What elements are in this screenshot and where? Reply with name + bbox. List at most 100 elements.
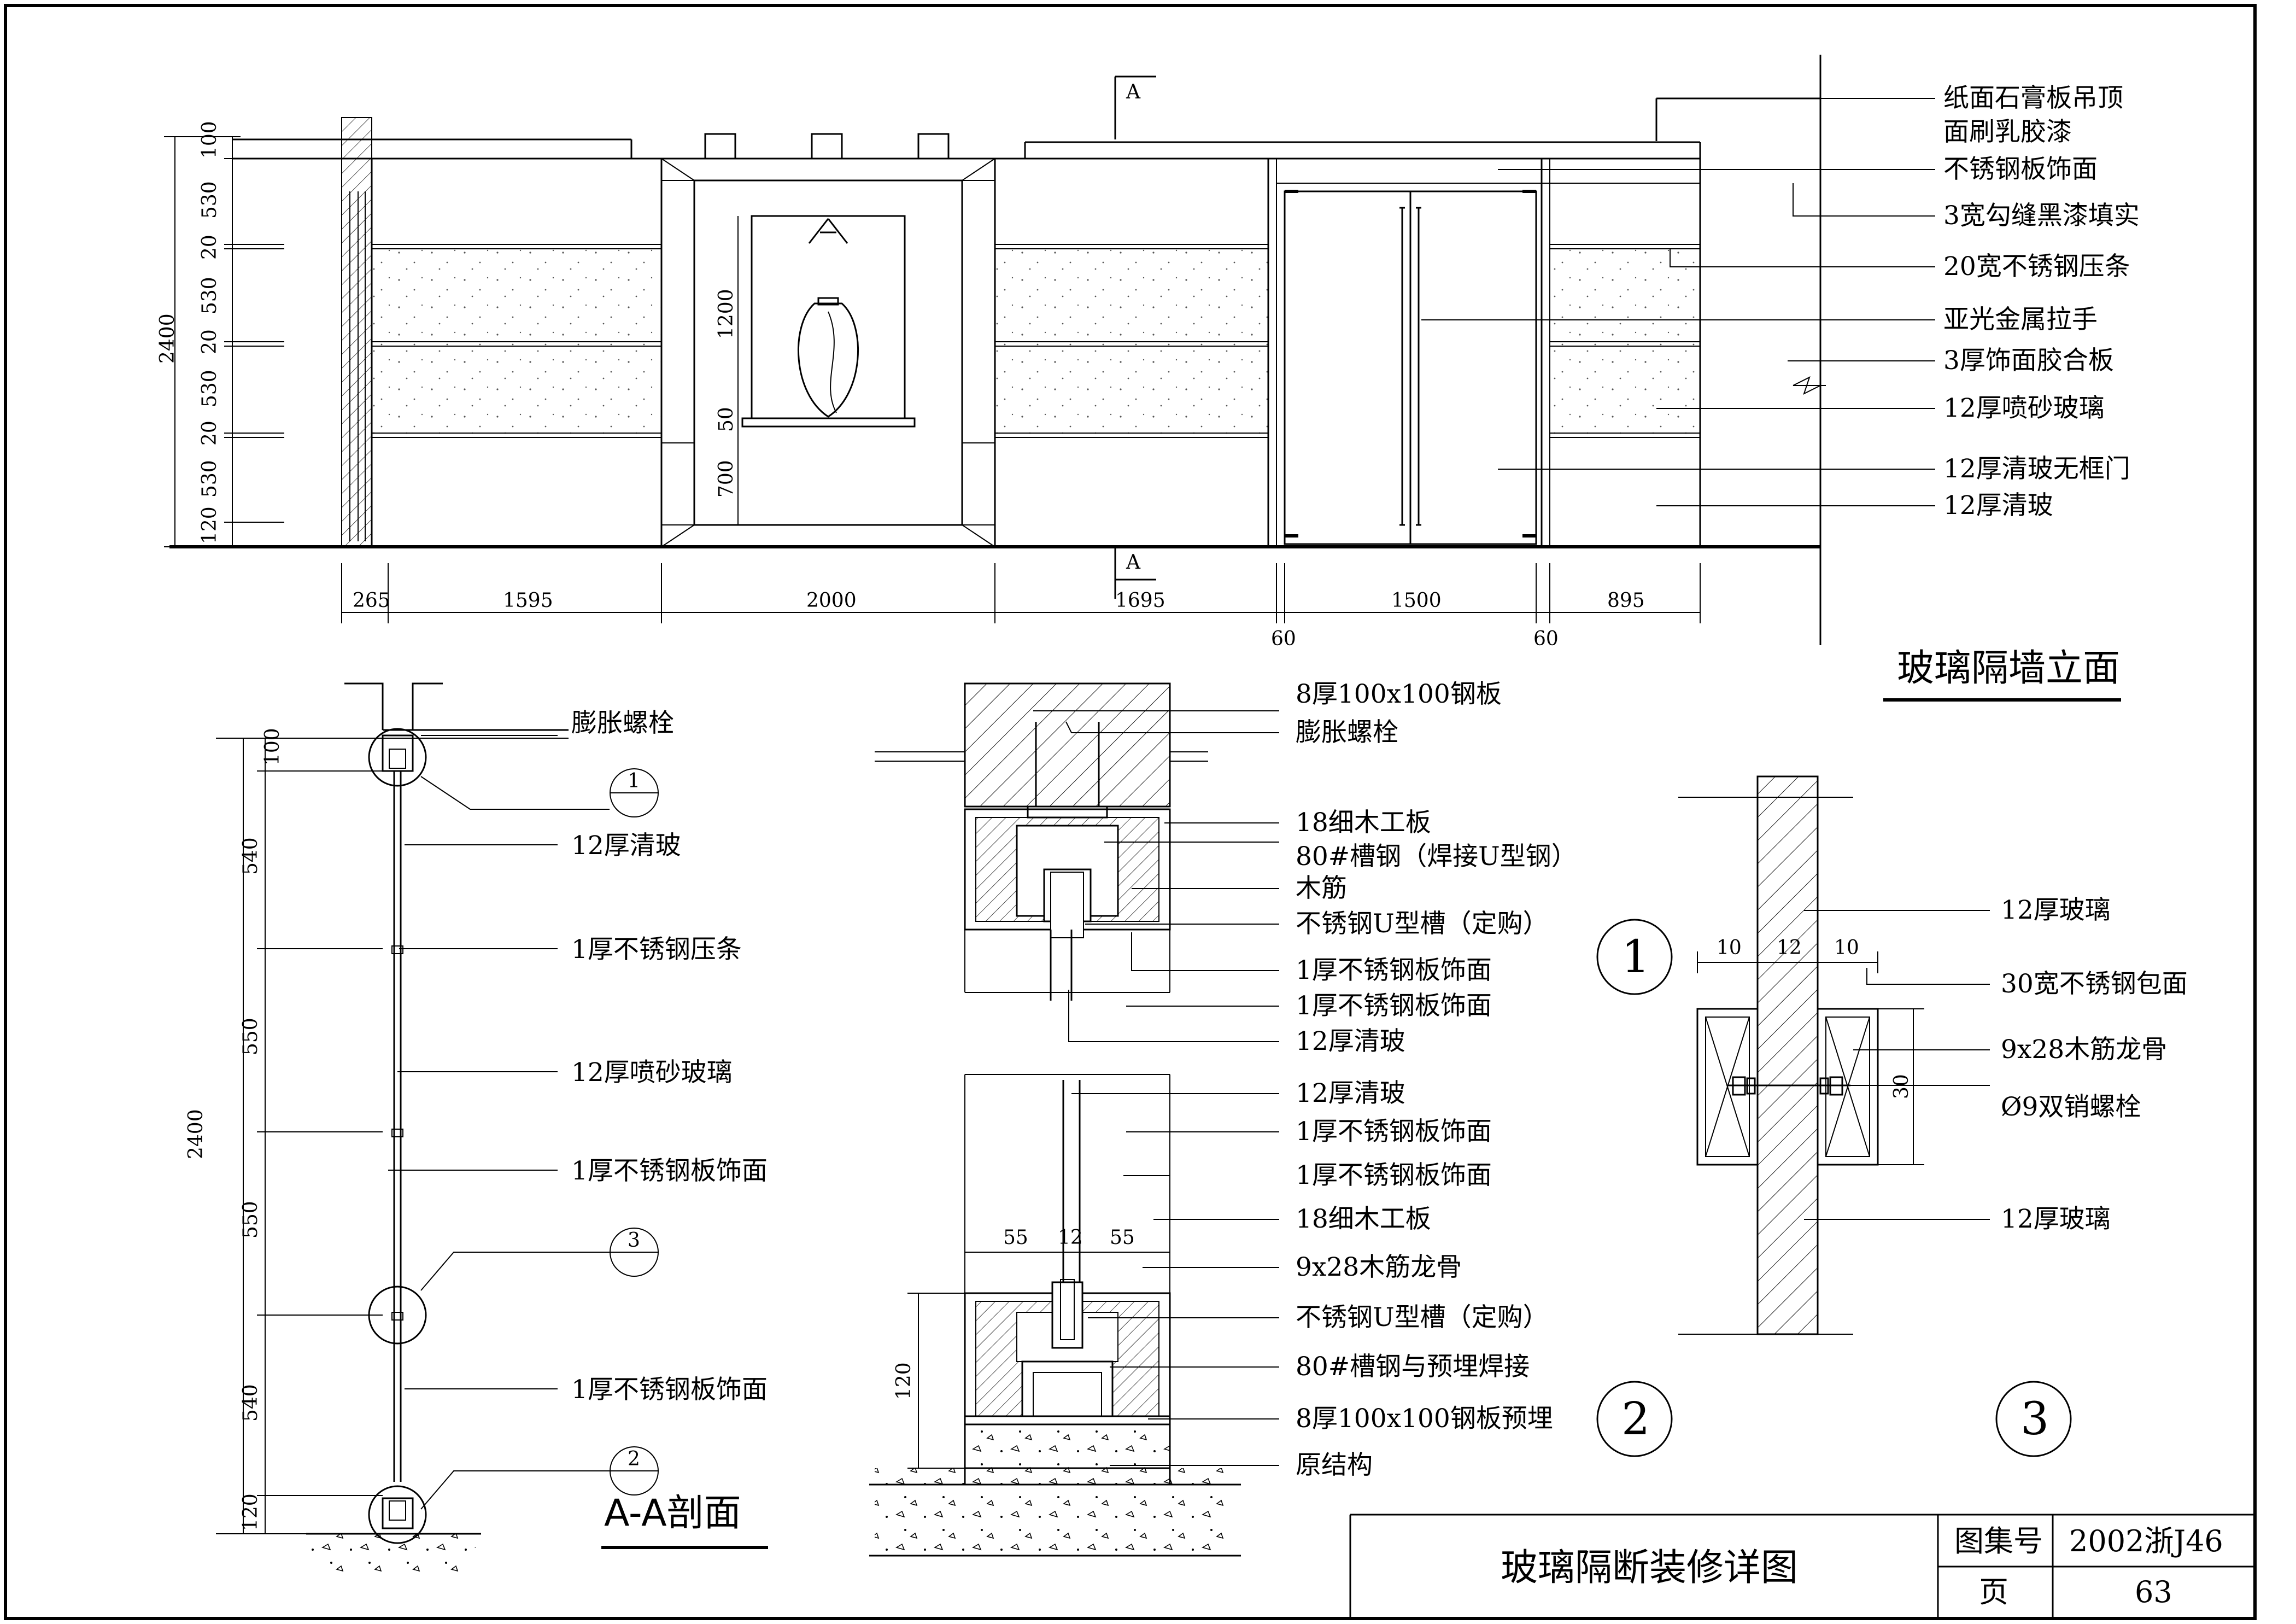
hdim-3: 1695 xyxy=(1115,589,1165,612)
d3-label-4: 12厚玻璃 xyxy=(2001,1204,2111,1234)
page-label: 页 xyxy=(1979,1575,2008,1609)
vdim-4: 20 xyxy=(198,329,221,354)
vdim-7: 530 xyxy=(198,460,221,498)
detail-1-top-junction: 8厚100x100钢板 膨胀螺栓 18细木工板 80#槽钢（焊接U型钢） 木筋 … xyxy=(875,679,1673,1056)
atlas-value: 2002浙J46 xyxy=(2069,1524,2223,1558)
elev-label-4: 20宽不锈钢压条 xyxy=(1943,252,2130,282)
drawing-title: 玻璃隔断装修详图 xyxy=(1501,1546,1798,1590)
aa-dim-5: 120 xyxy=(239,1493,262,1531)
aa-dim-2: 550 xyxy=(239,1018,262,1055)
aa-label-4: 1厚不锈钢板饰面 xyxy=(571,1156,768,1186)
d3-dim-1: 12 xyxy=(1777,937,1802,959)
hdim-small-0: 60 xyxy=(1271,628,1296,650)
elev-label-1: 面刷乳胶漆 xyxy=(1943,117,2072,147)
aa-dim-3: 550 xyxy=(239,1201,262,1239)
detail-2-number: 2 xyxy=(1621,1393,1650,1445)
detail-2-bottom-junction: 55 12 55 120 12厚清玻 1厚不锈钢板饰面 1厚不锈钢板饰面 18细… xyxy=(869,1074,1673,1557)
vdim-1: 530 xyxy=(198,181,221,219)
d2-label-6: 80#槽钢与预埋焊接 xyxy=(1296,1352,1530,1382)
niche-dim-2: 700 xyxy=(715,460,737,498)
hdim-4: 1500 xyxy=(1391,589,1442,612)
elev-label-6: 3厚饰面胶合板 xyxy=(1943,346,2114,376)
niche-dim-1: 50 xyxy=(715,407,737,432)
detail-3-number: 3 xyxy=(2020,1393,2049,1445)
d1-label-8: 12厚清玻 xyxy=(1296,1026,1405,1056)
d2-label-5: 不锈钢U型槽（定购） xyxy=(1296,1302,1549,1333)
detail-1-marker xyxy=(1596,919,1673,995)
vdim-8: 120 xyxy=(198,506,221,544)
d3-dim-0: 10 xyxy=(1717,937,1742,959)
d2-dim-0: 55 xyxy=(1003,1226,1028,1249)
hdim-5: 895 xyxy=(1607,589,1645,612)
d2-label-7: 8厚100x100钢板预埋 xyxy=(1296,1404,1553,1434)
elevation-title: 玻璃隔墙立面 xyxy=(1897,647,2120,690)
vdim-0: 100 xyxy=(198,121,221,159)
d1-label-4: 木筋 xyxy=(1296,873,1347,903)
vase-icon xyxy=(798,302,859,418)
d3-label-3: Ø9双销螺栓 xyxy=(2001,1092,2141,1122)
detail-3-marker xyxy=(1995,1381,2072,1457)
elev-label-2: 不锈钢板饰面 xyxy=(1943,154,2098,184)
aa-dim-0: 100 xyxy=(261,728,284,766)
d3-dim-3: 30 xyxy=(1890,1074,1913,1099)
aa-overall: 2400 xyxy=(185,1109,207,1159)
vdim-6: 20 xyxy=(198,420,221,446)
d2-label-8: 原结构 xyxy=(1296,1450,1373,1480)
d1-label-7: 1厚不锈钢板饰面 xyxy=(1296,991,1492,1021)
callout-3-num: 3 xyxy=(628,1229,640,1252)
hdim-0: 265 xyxy=(353,589,390,612)
d3-label-0: 12厚玻璃 xyxy=(2001,895,2111,925)
aa-label-3: 12厚喷砂玻璃 xyxy=(571,1058,733,1088)
section-mark-top: A xyxy=(1126,81,1141,103)
d2-dim-3: 120 xyxy=(893,1362,915,1400)
d3-label-1: 30宽不锈钢包面 xyxy=(2001,969,2188,999)
d2-dim-1: 12 xyxy=(1058,1226,1083,1249)
d2-label-2: 1厚不锈钢板饰面 xyxy=(1296,1160,1492,1190)
d2-dim-2: 55 xyxy=(1110,1226,1135,1249)
section-a-a: 100 540 550 550 540 120 2400 1 3 2 膨胀螺栓 … xyxy=(185,682,768,1575)
hdim-small-1: 60 xyxy=(1533,628,1559,650)
d3-label-2: 9x28木筋龙骨 xyxy=(2001,1035,2167,1065)
atlas-label: 图集号 xyxy=(1954,1524,2043,1558)
title-block: 玻璃隔断装修详图 图集号 2002浙J46 页 63 xyxy=(1349,1514,2255,1619)
aa-label-0: 膨胀螺栓 xyxy=(571,708,674,738)
vdim-5: 530 xyxy=(198,370,221,407)
page-value: 63 xyxy=(2135,1575,2172,1609)
hdim-2: 2000 xyxy=(806,589,857,612)
glass-wall-elevation: A A 100 530 20 530 20 530 20 530 120 240… xyxy=(156,55,2140,702)
detail-3-glass-joint: 10 12 10 30 12厚玻璃 30宽不锈钢包面 9x28木筋龙骨 Ø9双销… xyxy=(1678,775,2188,1457)
d3-dim-2: 10 xyxy=(1834,937,1859,959)
elev-label-8: 12厚清玻无框门 xyxy=(1943,454,2130,484)
elevation-overall-height: 2400 xyxy=(156,313,179,364)
aa-dim-1: 540 xyxy=(239,837,262,875)
d1-label-0: 8厚100x100钢板 xyxy=(1296,679,1502,709)
detail-2-marker xyxy=(1596,1381,1673,1457)
vdim-2: 20 xyxy=(198,235,221,260)
d1-label-1: 膨胀螺栓 xyxy=(1296,717,1398,747)
vdim-3: 530 xyxy=(198,277,221,314)
display-niche xyxy=(751,215,906,419)
aa-label-5: 1厚不锈钢板饰面 xyxy=(571,1375,768,1405)
niche-dim-0: 1200 xyxy=(715,289,737,339)
aa-label-2: 1厚不锈钢压条 xyxy=(571,934,742,965)
sheet-border xyxy=(4,4,2257,1620)
section-aa-title: A-A剖面 xyxy=(604,1492,741,1535)
aa-dim-4: 540 xyxy=(239,1384,262,1422)
callout-1-num: 1 xyxy=(628,770,640,792)
elev-label-9: 12厚清玻 xyxy=(1943,490,2053,521)
hdim-1: 1595 xyxy=(503,589,553,612)
callout-2-num: 2 xyxy=(628,1448,640,1470)
elev-label-3: 3宽勾缝黑漆填实 xyxy=(1943,201,2140,231)
detail-1-number: 1 xyxy=(1621,931,1650,983)
d2-label-4: 9x28木筋龙骨 xyxy=(1296,1252,1462,1282)
aa-label-1: 12厚清玻 xyxy=(571,831,681,861)
d1-label-6: 1厚不锈钢板饰面 xyxy=(1296,955,1492,985)
elev-label-0: 纸面石膏板吊顶 xyxy=(1943,83,2123,113)
elev-label-7: 12厚喷砂玻璃 xyxy=(1943,393,2105,423)
d2-label-0: 12厚清玻 xyxy=(1296,1078,1405,1108)
d2-label-3: 18细木工板 xyxy=(1296,1204,1431,1234)
d2-label-1: 1厚不锈钢板饰面 xyxy=(1296,1117,1492,1147)
d1-label-3: 80#槽钢（焊接U型钢） xyxy=(1296,842,1577,872)
d1-label-5: 不锈钢U型槽（定购） xyxy=(1296,909,1549,939)
